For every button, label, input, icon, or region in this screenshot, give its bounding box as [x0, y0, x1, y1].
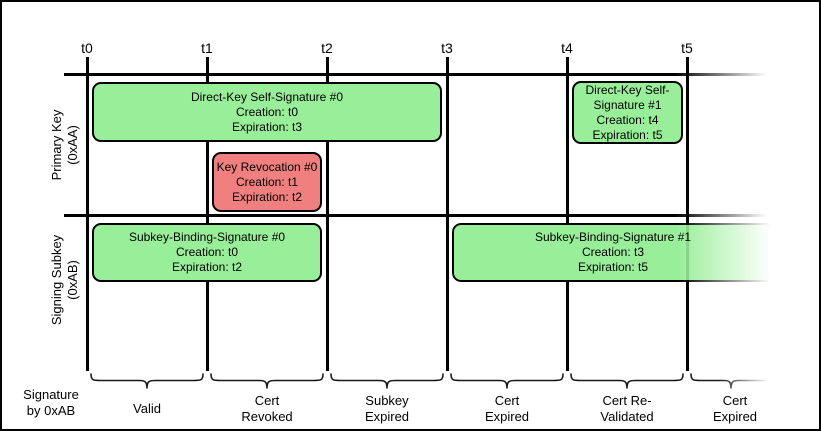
box-creation: Creation: t3	[581, 245, 645, 259]
brace-icon-valid	[90, 373, 204, 389]
tick-label-t1: t1	[201, 40, 213, 56]
tick-label-t3: t3	[441, 40, 453, 56]
box-expiration: Expiration: t2	[171, 260, 243, 274]
box-expiration: Expiration: t2	[231, 189, 303, 204]
box-subkey-binding-signature-1: Subkey-Binding-Signature #1 Creation: t3…	[452, 223, 774, 282]
segment-label-cert-revoked: Cert Revoked	[241, 393, 293, 424]
tick-label-t0: t0	[81, 40, 93, 56]
gridline-t2	[326, 57, 329, 371]
brace-icon-cert-expired-2	[690, 373, 772, 389]
box-creation: Creation: t0	[175, 245, 239, 259]
brace-icon-cert-revalidated	[570, 373, 684, 389]
segment-label-cert-expired-2: Cert Expired	[712, 393, 758, 424]
box-creation: Creation: t4	[596, 112, 659, 127]
box-creation: Creation: t0	[235, 104, 299, 119]
tick-label-t2: t2	[321, 40, 333, 56]
box-title: Direct-Key Self-Signature #0	[190, 89, 344, 104]
box-expiration: Expiration: t5	[592, 127, 663, 142]
gridline-t5	[686, 57, 689, 371]
tick-label-t5: t5	[681, 40, 693, 56]
segment-label-subkey-expired: Subkey Expired	[364, 393, 410, 424]
gridline-t4	[566, 57, 569, 371]
brace-icon-cert-expired	[450, 373, 564, 389]
box-title: Subkey-Binding-Signature #0	[128, 230, 286, 244]
box-subkey-binding-signature-0: Subkey-Binding-Signature #0 Creation: t0…	[92, 223, 322, 282]
box-expiration: Expiration: t3	[231, 119, 303, 134]
gridline-t0	[86, 57, 89, 371]
box-expiration: Expiration: t5	[577, 260, 649, 274]
axis-caption-signature-by-0xab: Signature by 0xAB	[23, 387, 79, 418]
gridline-t1	[206, 57, 209, 371]
box-key-revocation-0: Key Revocation #0 Creation: t1 Expiratio…	[212, 152, 322, 212]
segment-label-cert-expired: Cert Expired	[484, 393, 530, 424]
track-label-signing-subkey: Signing Subkey (0xAB)	[49, 234, 80, 326]
segment-label-cert-revalidated: Cert Re- Validated	[600, 393, 654, 424]
track-label-primary-key: Primary Key (0xAA)	[49, 109, 80, 181]
brace-icon-subkey-expired	[330, 373, 444, 389]
box-direct-key-self-signature-0: Direct-Key Self-Signature #0 Creation: t…	[92, 82, 442, 142]
box-title: Key Revocation #0	[216, 159, 318, 174]
segment-label-valid: Valid	[133, 401, 161, 416]
signing-subkey-axis-line	[64, 214, 774, 217]
box-creation: Creation: t1	[235, 174, 299, 189]
box-title: Subkey-Binding-Signature #1	[534, 230, 692, 244]
primary-key-axis-line	[64, 73, 774, 76]
tick-label-t4: t4	[561, 40, 573, 56]
gridline-t3	[446, 57, 449, 371]
box-direct-key-self-signature-1: Direct-Key Self-Signature #1 Creation: t…	[572, 81, 683, 144]
brace-icon-cert-revoked	[210, 373, 324, 389]
box-title: Direct-Key Self-Signature #1	[585, 82, 670, 112]
